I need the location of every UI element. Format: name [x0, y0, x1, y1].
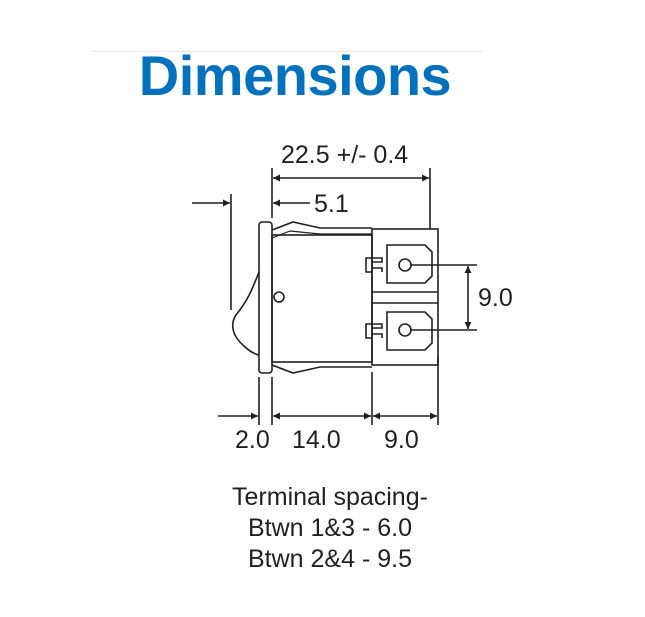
- top-latch: [271, 221, 372, 231]
- dimension-bezel-label: 2.0: [235, 426, 270, 454]
- caption-line: Terminal spacing-: [232, 483, 428, 511]
- bottom-latch: [271, 364, 372, 374]
- bezel: [258, 221, 273, 374]
- rocker-actuator: [231, 271, 260, 356]
- terminal-upper: [386, 244, 433, 284]
- header-divider: [92, 51, 483, 52]
- terminal-hole: [398, 258, 412, 272]
- caption-line: Btwn 2&4 - 9.5: [248, 545, 412, 573]
- dimension-terminal-label: 9.0: [384, 426, 419, 454]
- terminal-hole: [398, 323, 412, 337]
- terminal-spacing-note: Terminal spacing- Btwn 1&3 - 6.0 Btwn 2&…: [130, 482, 530, 575]
- terminal-upper-tab: [365, 257, 383, 273]
- dimension-protrusion-label: 5.1: [314, 190, 349, 218]
- terminal-lower-tab: [365, 323, 383, 339]
- terminal-block: [371, 228, 439, 366]
- dimension-overall-label: 22.5 +/- 0.4: [281, 141, 408, 169]
- dimension-body-label: 14.0: [292, 426, 341, 454]
- switch-body: [271, 234, 373, 363]
- indicator-dot: [273, 291, 285, 303]
- page-title: Dimensions: [138, 44, 452, 107]
- caption-line: Btwn 1&3 - 6.0: [248, 514, 412, 542]
- terminal-lower: [386, 311, 433, 351]
- dimension-pitch-label: 9.0: [478, 284, 513, 312]
